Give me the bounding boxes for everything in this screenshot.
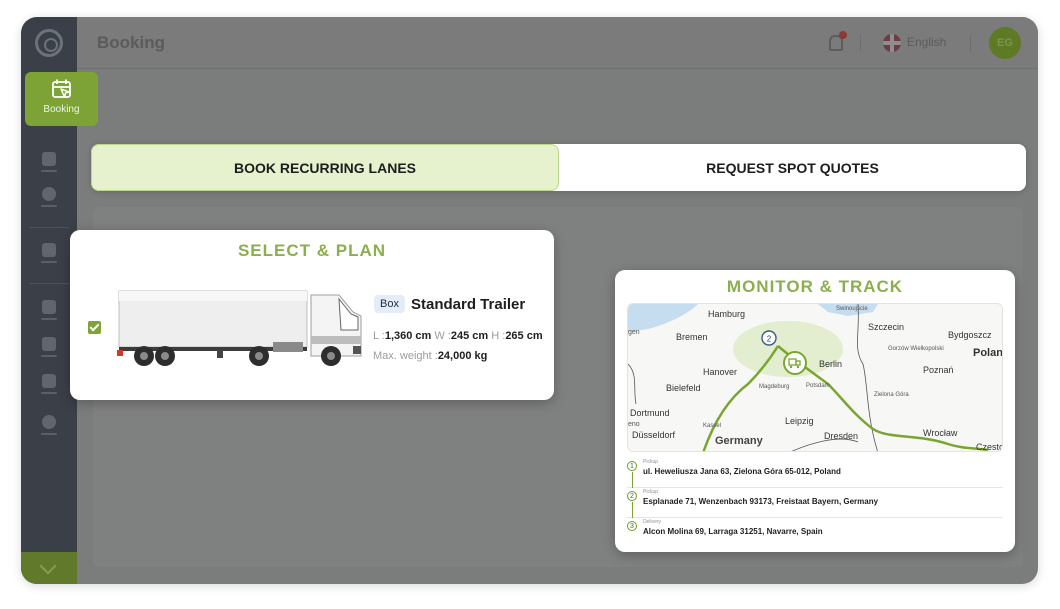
trailer-type-badge: Box [374, 295, 405, 313]
map-label-magdeburg: Magdeburg [759, 384, 789, 390]
map-label-dusseldorf: Düsseldorf [632, 430, 676, 440]
app-logo[interactable] [35, 29, 63, 57]
bell-icon[interactable] [829, 35, 843, 51]
card-title: SELECT & PLAN [237, 241, 387, 260]
map-label-poland: Polan [973, 347, 1003, 359]
calendar-cursor-icon [51, 79, 71, 98]
max-weight-value: 24,000 kg [437, 350, 488, 362]
map-label-poznan: Poznań [923, 365, 954, 375]
document-icon [42, 300, 56, 314]
sidebar-item-label: Booking [43, 104, 80, 115]
notification-badge [839, 31, 847, 39]
sidebar-item-kpis[interactable] [35, 187, 63, 217]
stop-number: 1 [627, 461, 637, 471]
stop-address: Alcon Molina 69, Larraga 31251, Navarre,… [643, 527, 823, 536]
tab-request-spot-quotes[interactable]: REQUEST SPOT QUOTES [706, 159, 879, 176]
trailer-checkbox[interactable] [88, 321, 101, 334]
sidebar-item-booking[interactable]: Booking [25, 72, 98, 126]
uk-flag-icon[interactable] [883, 34, 901, 52]
monitor-track-card: MONITOR & TRACK 2 Hamburg Swinoujście Sz… [615, 270, 1015, 552]
map-label-zielona-gora: Zielona Góra [874, 392, 909, 398]
sidebar-divider [29, 227, 69, 228]
map-label-gorzow: Gorzów Wielkopolski [888, 346, 944, 352]
stop-number: 3 [627, 521, 637, 531]
width-value: 245 cm [450, 330, 489, 342]
sidebar-item-support[interactable] [35, 415, 63, 445]
home-icon [42, 152, 56, 166]
length-value: 1,360 cm [384, 330, 432, 342]
chart-pie-icon [42, 187, 56, 201]
map-label-potsdam: Potsdam [806, 383, 830, 389]
route-stop[interactable]: 2 Pickup Esplanade 71, Wenzenbach 93173,… [627, 488, 1003, 518]
map-label-hamburg: Hamburg [708, 309, 745, 319]
tab-book-recurring-lanes[interactable]: BOOK RECURRING LANES [91, 144, 559, 191]
sidebar-item-network[interactable] [35, 243, 63, 273]
trailer-max-weight: Max. weight :24,000 kg [373, 350, 487, 362]
sidebar-collapse-button[interactable] [21, 552, 77, 584]
map-label-partial-left: eno [628, 421, 640, 428]
help-icon [42, 415, 56, 429]
sidebar-item-reports[interactable] [35, 337, 63, 367]
stop-type: Pickup [643, 459, 659, 465]
map-label-wroclaw: Wrocław [923, 428, 958, 438]
sidebar-item-settings[interactable] [35, 374, 63, 404]
avatar[interactable]: EG [989, 27, 1021, 59]
stop-address: Esplanade 71, Wenzenbach 93173, Freistaa… [643, 497, 879, 506]
map-canvas: 2 Hamburg Swinoujście Szczecin Bydgoszcz… [628, 304, 1003, 452]
length-key: L : [373, 330, 385, 342]
sidebar-item-documents[interactable] [35, 300, 63, 330]
max-weight-key: Max. weight : [373, 350, 438, 362]
language-selector[interactable]: English [907, 35, 947, 49]
route-map[interactable]: 2 Hamburg Swinoujście Szczecin Bydgoszcz… [627, 303, 1003, 452]
stop-type: Delivery [643, 519, 662, 525]
map-label-swinoujscie: Swinoujście [836, 306, 868, 312]
map-label-berlin: Berlin [819, 359, 842, 369]
map-label-dresden: Dresden [824, 431, 858, 441]
truck-image [117, 290, 362, 366]
booking-tabs: BOOK RECURRING LANES REQUEST SPOT QUOTES [91, 144, 1026, 191]
map-label-dortmund: Dortmund [630, 408, 670, 418]
map-label-leipzig: Leipzig [785, 416, 814, 426]
map-label-szczecin: Szczecin [868, 322, 904, 332]
map-label-bielefeld: Bielefeld [666, 383, 701, 393]
divider [860, 35, 861, 51]
width-key: W : [434, 330, 451, 342]
sidebar-item-home[interactable] [35, 152, 63, 182]
select-plan-card: SELECT & PLAN Box Standard Trailer L :1,… [70, 230, 554, 400]
map-label-kassel: Kassel [703, 423, 721, 429]
gear-icon [42, 374, 56, 388]
trailer-dimensions: L :1,360 cm W :245 cm H :265 cm [373, 330, 543, 342]
stop-address: ul. Heweliusza Jana 63, Zielona Góra 65-… [643, 467, 841, 476]
stop-connector [632, 472, 633, 488]
map-label-bydgoszcz: Bydgoszcz [948, 330, 992, 340]
divider [970, 35, 971, 51]
map-label-czestochowa: Czestc [976, 442, 1003, 452]
map-label-bremen: Bremen [676, 332, 708, 342]
map-label-germany: Germany [715, 435, 764, 447]
stop-number: 2 [627, 491, 637, 501]
stop-connector [632, 502, 633, 518]
top-bar: Booking English EG [77, 17, 1038, 69]
height-key: H : [491, 330, 506, 342]
trailer-name: Standard Trailer [411, 296, 526, 313]
stop-marker-label: 2 [767, 335, 772, 344]
map-label-hanover: Hanover [703, 367, 737, 377]
report-icon [42, 337, 56, 351]
height-value: 265 cm [505, 330, 543, 342]
stop-type: Pickup [643, 489, 659, 495]
chevron-down-icon [39, 557, 57, 575]
page-title: Booking [97, 33, 165, 52]
card-title: MONITOR & TRACK [726, 277, 904, 296]
route-stops-list: 1 Pickup ul. Heweliusza Jana 63, Zielona… [627, 458, 1003, 548]
route-stop[interactable]: 3 Delivery Alcon Molina 69, Larraga 3125… [627, 518, 1003, 548]
network-icon [42, 243, 56, 257]
sidebar-divider [29, 283, 69, 284]
map-label-partial-left: gen [628, 329, 640, 336]
route-stop[interactable]: 1 Pickup ul. Heweliusza Jana 63, Zielona… [627, 458, 1003, 488]
